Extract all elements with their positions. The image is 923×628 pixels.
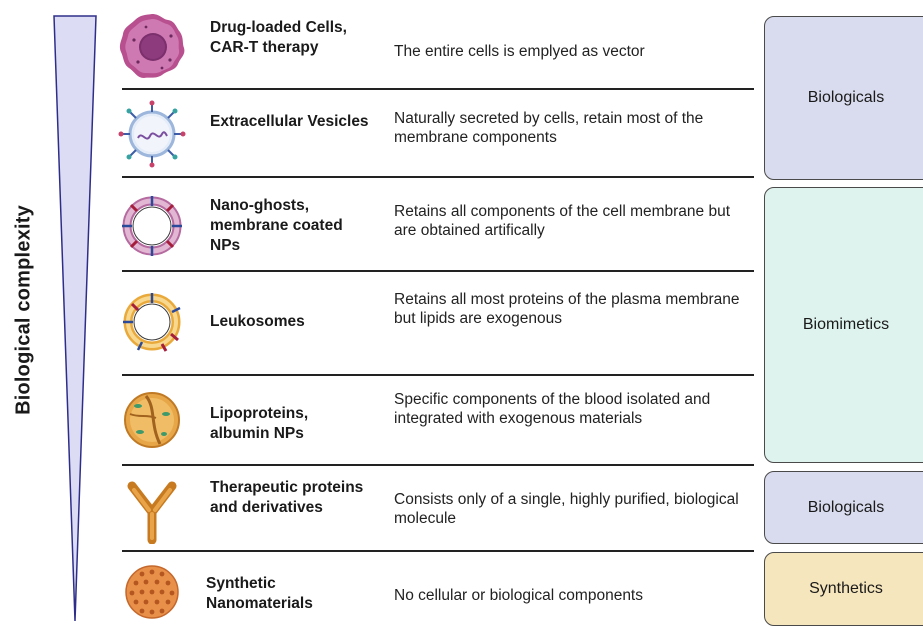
row-description: No cellular or biological components [394, 586, 754, 605]
nano-ghost-icon [116, 190, 188, 262]
row-name: Therapeutic proteins and derivatives [210, 478, 370, 518]
row-description: Retains all components of the cell membr… [394, 202, 754, 240]
axis-label: Biological complexity [13, 205, 36, 415]
vesicle-icon [116, 98, 188, 170]
category-box-biologicals: Biologicals [764, 471, 923, 544]
row-description: Specific components of the blood isolate… [394, 390, 754, 428]
nanoparticle-icon [116, 556, 188, 628]
row-therapeutic-proteins: Therapeutic proteins and derivatives Con… [112, 466, 754, 550]
row-name: Nano-ghosts, membrane coated NPs [210, 196, 370, 256]
row-description: The entire cells is emplyed as vector [394, 42, 754, 61]
complexity-wedge [52, 14, 98, 624]
category-label: Synthetics [765, 580, 923, 598]
row-name: Synthetic Nanomaterials [206, 574, 366, 614]
row-description: Retains all most proteins of the plasma … [394, 290, 754, 328]
category-box-biomimetics: Biomimetics [764, 187, 923, 463]
row-description: Consists only of a single, highly purifi… [394, 490, 754, 528]
category-label: Biomimetics [765, 316, 923, 334]
row-leukosomes: Leukosomes Retains all most proteins of … [112, 272, 754, 374]
row-extracellular-vesicles: Extracellular Vesicles Naturally secrete… [112, 90, 754, 176]
row-synthetic-nanomaterials: Synthetic Nanomaterials No cellular or b… [112, 552, 754, 621]
row-nano-ghosts: Nano-ghosts, membrane coated NPs Retains… [112, 178, 754, 270]
row-name: Drug-loaded Cells, CAR-T therapy [210, 18, 370, 58]
antibody-icon [116, 472, 188, 544]
row-name: Leukosomes [210, 312, 370, 332]
leukosome-icon [116, 286, 188, 358]
category-box-synthetics: Synthetics [764, 552, 923, 626]
lipoprotein-icon [116, 384, 188, 456]
category-box-biologicals: Biologicals [764, 16, 923, 180]
category-label: Biologicals [765, 499, 923, 517]
row-name: Lipoproteins, albumin NPs [210, 404, 370, 444]
cell-icon [116, 10, 188, 82]
row-lipoproteins: Lipoproteins, albumin NPs Specific compo… [112, 376, 754, 464]
row-description: Naturally secreted by cells, retain most… [394, 109, 754, 147]
row-drug-loaded-cells: Drug-loaded Cells, CAR-T therapy The ent… [112, 8, 754, 88]
category-label: Biologicals [765, 89, 923, 107]
row-name: Extracellular Vesicles [210, 112, 370, 132]
